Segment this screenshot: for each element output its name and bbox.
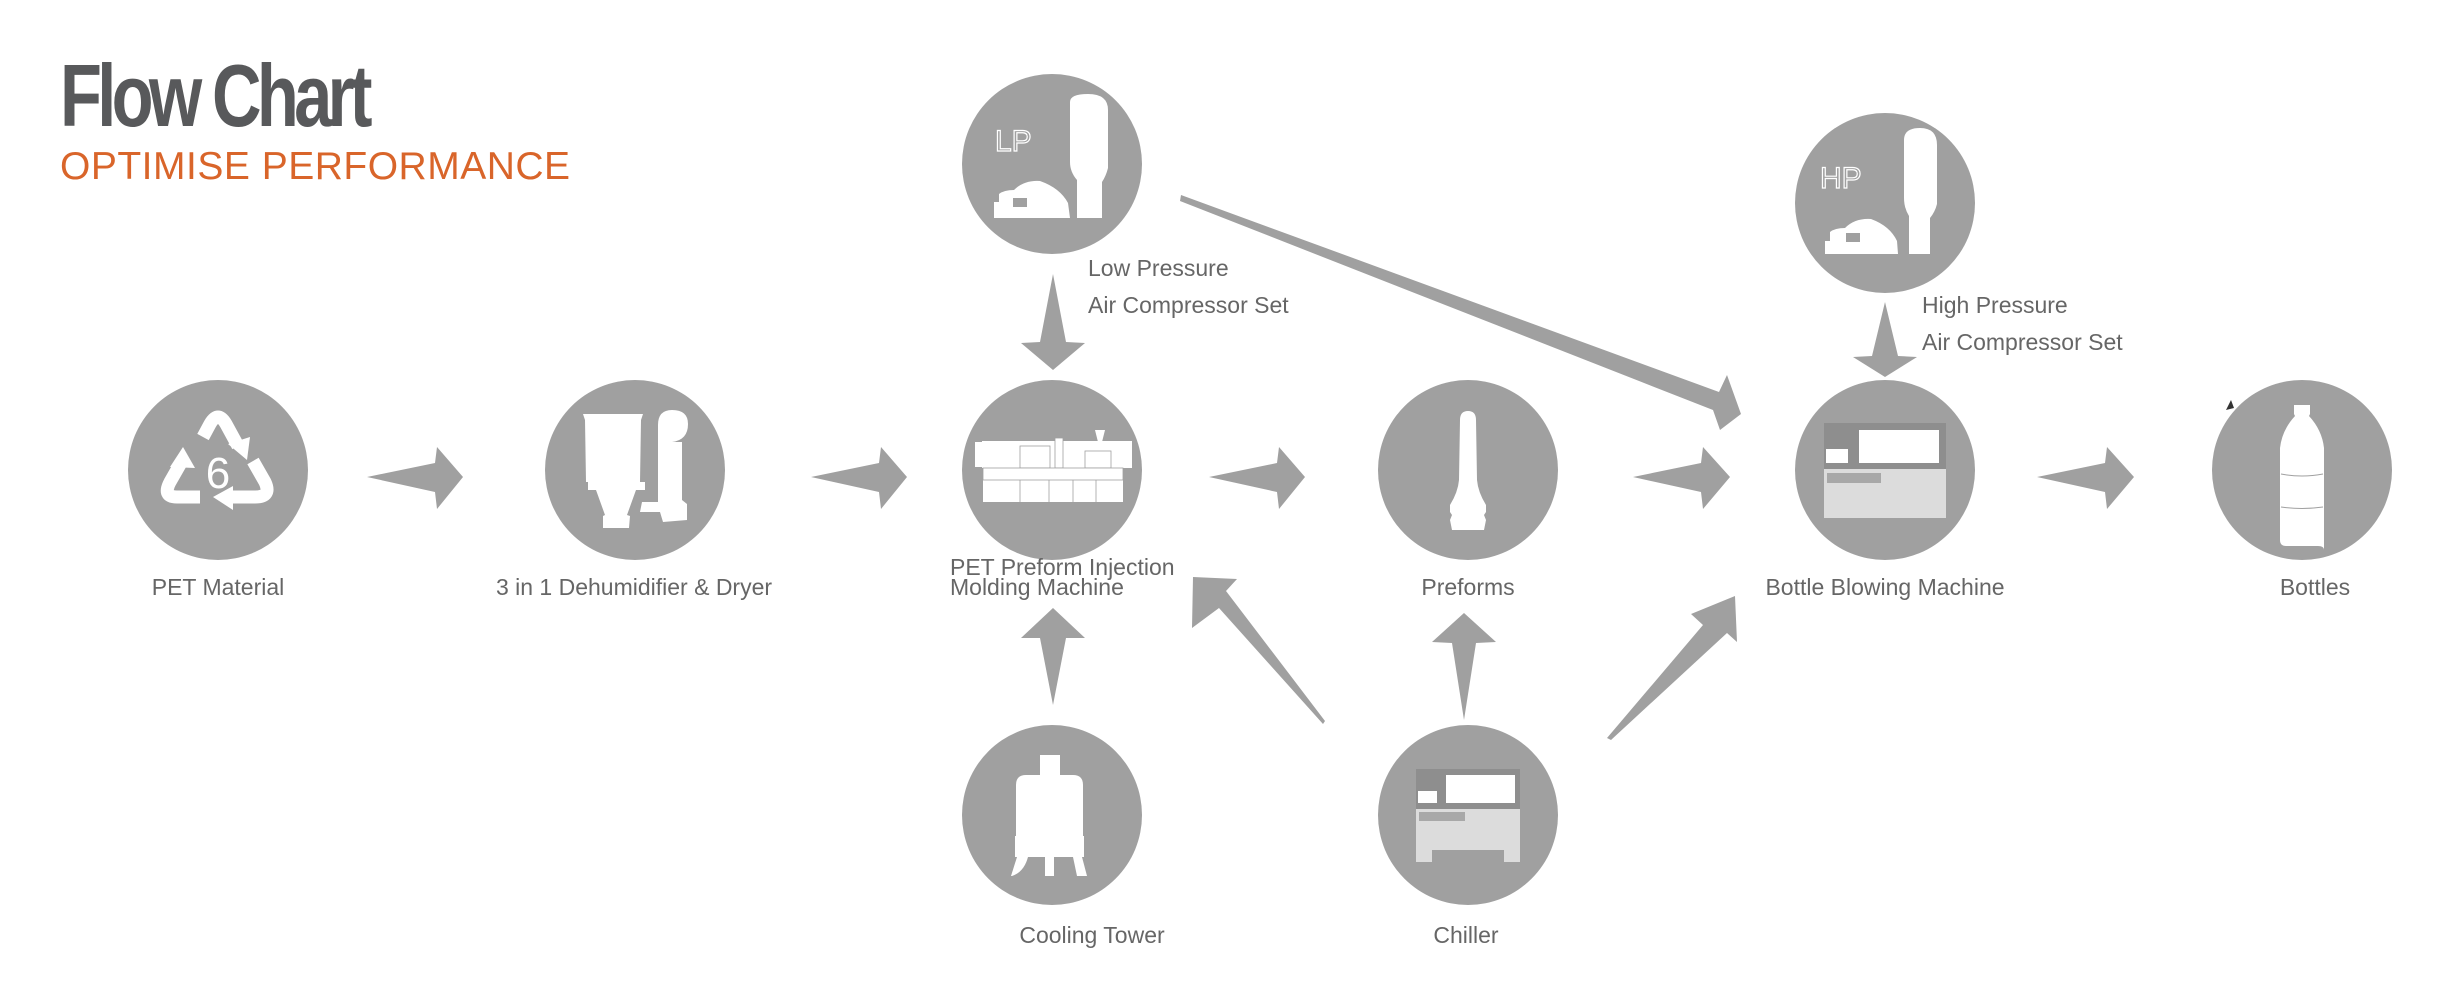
blowing-machine-icon — [1824, 423, 1946, 518]
label-bottle-blowing: Bottle Blowing Machine — [1765, 574, 2005, 600]
label-dryer: 3 in 1 Dehumidifier & Dryer — [495, 574, 773, 600]
node-circle — [962, 74, 1142, 254]
label-line: PET Preform Injection — [950, 554, 1175, 580]
label-lp-compressor-line1: Low Pressure — [1088, 255, 1229, 281]
node-cooling-tower[interactable] — [962, 725, 1142, 905]
compressor-type-text: HP — [1820, 162, 1862, 195]
node-bottles[interactable] — [2212, 380, 2392, 560]
label-hp-compressor-line1: High Pressure — [1922, 292, 2068, 318]
label-line: Molding Machine — [950, 574, 1124, 600]
arrow-hp-to-blowing — [1853, 302, 1917, 377]
node-bottle-blowing[interactable] — [1795, 380, 1975, 560]
label-pet-material: PET Material — [151, 574, 285, 600]
recycle-6-icon — [160, 410, 274, 504]
node-lp-compressor[interactable]: LP — [962, 74, 1142, 254]
node-preforms[interactable] — [1378, 380, 1558, 560]
preform-icon — [1450, 411, 1486, 530]
recycle-code-text: 6 — [206, 449, 230, 498]
page-subtitle: OPTIMISE PERFORMANCE — [60, 145, 571, 188]
dryer-hopper-icon — [583, 410, 688, 528]
recycle-arrowheads — [170, 437, 250, 510]
chiller-icon — [1416, 769, 1520, 862]
arrow-blowing-to-bottles — [2037, 447, 2134, 509]
arrow-pet-to-dryer — [367, 447, 463, 509]
label-chiller: Chiller — [1433, 922, 1499, 948]
bottle-icon — [2280, 405, 2324, 550]
node-injection-machine[interactable] — [962, 380, 1142, 560]
arrow-lp-to-blowing — [1180, 195, 1741, 430]
node-dryer[interactable] — [545, 380, 725, 560]
node-circle — [1795, 113, 1975, 293]
arrow-lp-to-injection — [1021, 274, 1085, 370]
node-chiller[interactable] — [1378, 725, 1558, 905]
injection-machine-icon — [975, 430, 1132, 502]
node-circle — [128, 380, 308, 560]
arrow-chiller-to-preforms — [1432, 613, 1496, 720]
label-preforms: Preforms — [1421, 574, 1515, 600]
cooling-tower-icon — [1011, 755, 1087, 876]
compressor-icon — [1825, 128, 1937, 254]
node-hp-compressor[interactable]: HP — [1795, 113, 1975, 293]
arrow-chiller-to-blowing — [1607, 596, 1737, 740]
arrow-dryer-to-injection — [811, 447, 907, 509]
label-bottles: Bottles — [2279, 574, 2351, 600]
node-pet-material[interactable]: 6 — [128, 380, 308, 560]
page-title: Flow Chart — [60, 46, 373, 145]
label-cooling-tower: Cooling Tower — [1019, 922, 1165, 948]
label-lp-compressor-line2: Air Compressor Set — [1088, 292, 1289, 318]
arrow-cooling-to-injection — [1021, 608, 1085, 705]
label-hp-compressor-line2: Air Compressor Set — [1922, 329, 2123, 355]
compressor-icon — [994, 94, 1108, 218]
arrow-preforms-to-blowing — [1633, 447, 1730, 509]
arrow-chiller-to-injection — [1192, 577, 1325, 724]
arrow-injection-to-preforms — [1209, 447, 1305, 509]
label-injection-machine: PET Preform Injection Molding Machine — [950, 554, 1175, 600]
cursor-marker-icon — [2226, 400, 2234, 410]
compressor-type-text: LP — [995, 125, 1032, 158]
